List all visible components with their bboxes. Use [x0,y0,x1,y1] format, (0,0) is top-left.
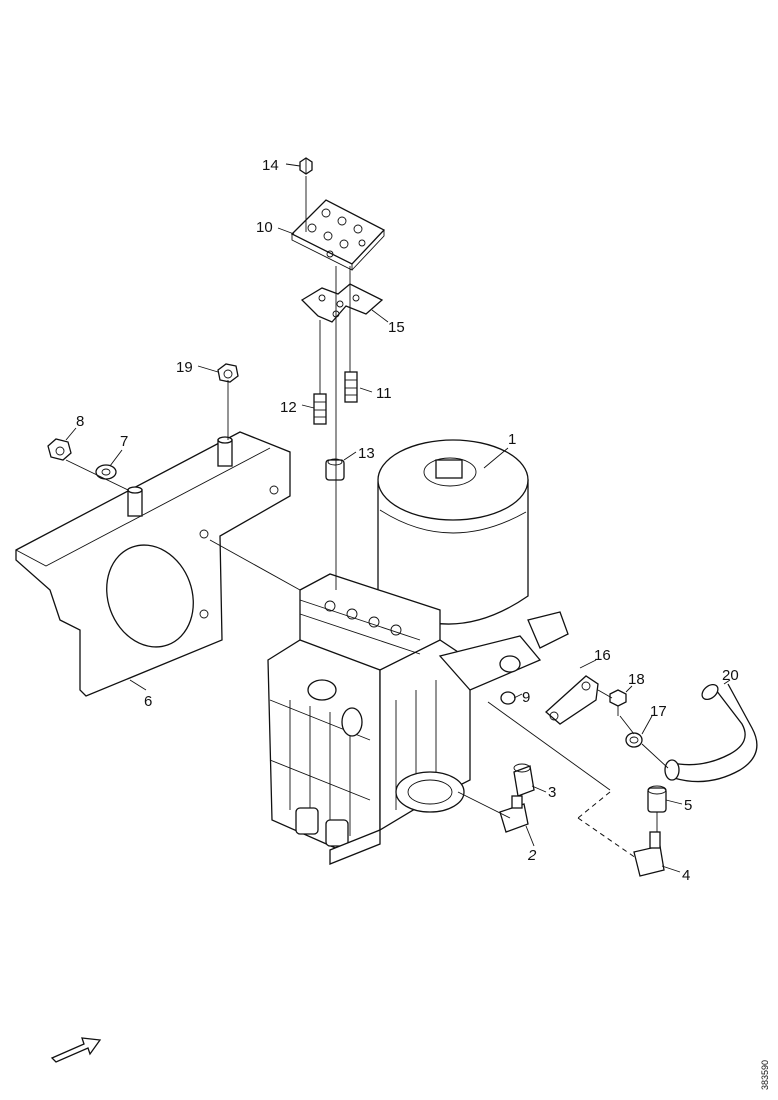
callout-3: 3 [548,784,556,801]
callout-1: 1 [508,431,516,448]
callout-labels: 14 10 15 11 12 13 19 8 7 1 6 9 16 18 17 … [76,157,739,884]
callout-14: 14 [262,157,279,174]
part-7-washer [95,464,117,480]
callout-16: 16 [594,647,611,664]
part-8-nut [47,438,72,461]
callout-18: 18 [628,671,645,688]
callout-13: 13 [358,445,375,462]
callout-20: 20 [722,667,739,684]
callout-4: 4 [682,867,690,884]
part-6-bracket [15,431,291,697]
part-15-gasket [300,283,384,323]
callout-15: 15 [388,319,405,336]
callout-8: 8 [76,413,84,430]
assembly-lines [65,176,669,859]
callout-11: 11 [376,385,392,402]
callout-12: 12 [280,399,297,416]
part-1-main-unit [267,439,569,865]
part-13-sleeve [325,458,345,481]
callout-19: 19 [176,359,193,376]
part-4-fitting [633,831,665,877]
part-12-valve [313,393,327,425]
callout-6: 6 [144,693,152,710]
part-3-connector [513,763,535,797]
part-16-clamp [545,675,599,725]
part-11-valve [344,371,358,403]
part-18-screw [609,689,627,716]
part-20-hose [664,683,758,783]
forward-arrow-icon [50,1037,102,1063]
part-10-plate [290,199,386,271]
part-17-o-ring [625,732,643,748]
callout-7: 7 [120,433,128,450]
part-2-fitting [499,795,529,833]
callout-2: 2 [527,847,537,864]
callout-17: 17 [650,703,667,720]
callout-10: 10 [256,219,273,236]
part-5-connector [647,785,667,813]
part-14-nut [299,157,313,175]
leader-lines [65,163,731,873]
part-19-nut [217,363,239,383]
part-9-washer [500,691,516,705]
callout-9: 9 [522,689,530,706]
drawing-reference-number: 383590 [760,1060,770,1090]
callout-5: 5 [684,797,692,814]
